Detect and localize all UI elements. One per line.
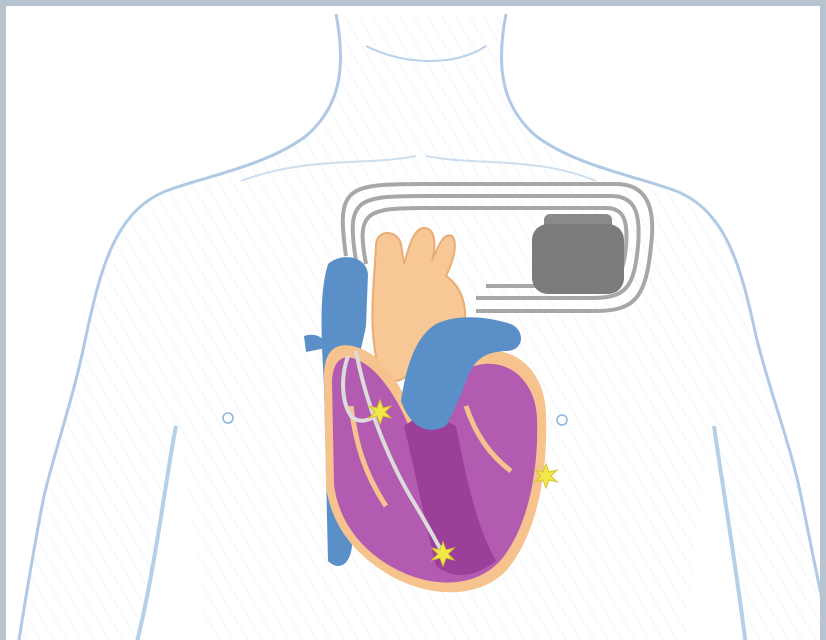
pacemaker-device: [532, 214, 624, 294]
pacemaker-illustration: [6, 6, 826, 640]
